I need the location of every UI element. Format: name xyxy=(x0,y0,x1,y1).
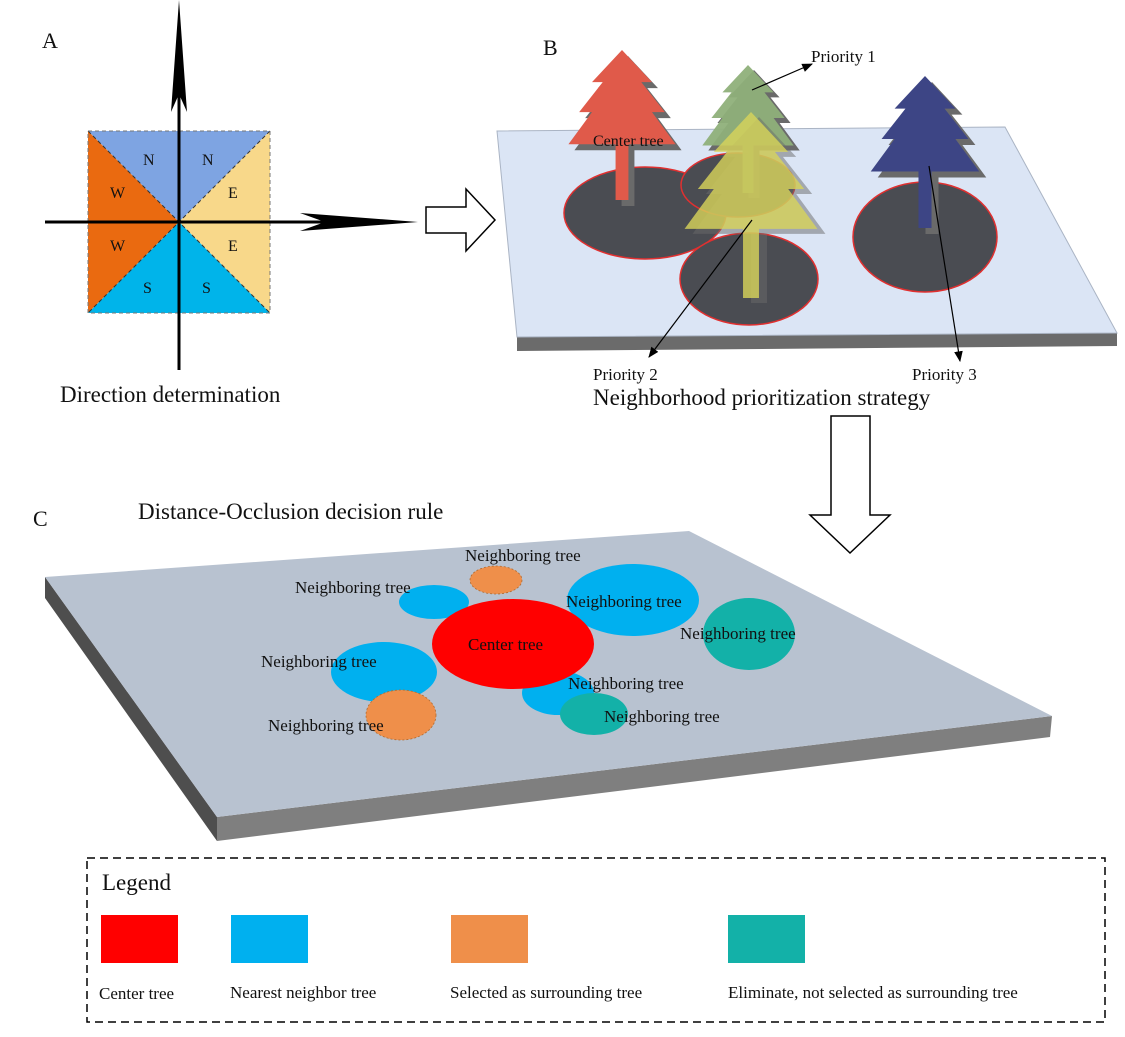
label-w-bottom: W xyxy=(110,238,126,255)
neighbor-circle-blue-left-top xyxy=(399,585,469,619)
legend-swatch-nearest-neighbor xyxy=(231,915,308,963)
neighbor-label: Neighboring tree xyxy=(295,578,411,597)
priority3-label: Priority 3 xyxy=(912,365,977,384)
plate-b-side xyxy=(517,333,1117,351)
label-s-right: S xyxy=(202,280,211,297)
priority1-label: Priority 1 xyxy=(811,47,876,66)
legend-label-nearest-neighbor: Nearest neighbor tree xyxy=(230,983,376,1002)
priority2-arrow xyxy=(648,219,753,358)
plate-c-side-left xyxy=(45,577,217,841)
legend-swatch-center-tree xyxy=(101,915,178,963)
label-n-right: N xyxy=(202,152,214,169)
neighbor-circle-teal-right xyxy=(703,598,795,670)
neighbor-circle-orange-top xyxy=(469,565,523,595)
label-n-left: N xyxy=(143,152,155,169)
north-arrowhead xyxy=(171,0,187,112)
neighbor-circle-teal-bottom xyxy=(560,693,628,735)
hollow-arrow-right xyxy=(425,187,497,253)
label-w-top: W xyxy=(110,185,126,202)
neighbor-label: Neighboring tree xyxy=(465,546,581,565)
neighbor-label: Neighboring tree xyxy=(680,624,796,643)
center-tree-label-c: Center tree xyxy=(468,635,543,654)
legend-label-center-tree: Center tree xyxy=(99,984,174,1003)
panel-a-caption: Direction determination xyxy=(60,382,281,407)
center-tree-circle xyxy=(432,599,594,689)
priority2-label: Priority 2 xyxy=(593,365,658,384)
hollow-arrow-down xyxy=(808,415,892,555)
label-e-bottom: E xyxy=(228,238,238,255)
legend: Legend Center tree Nearest neighbor tree… xyxy=(86,857,1106,1023)
neighbor-label: Neighboring tree xyxy=(604,707,720,726)
label-s-left: S xyxy=(143,280,152,297)
neighbor-label: Neighboring tree xyxy=(261,652,377,671)
neighbor-circle-orange-bottom xyxy=(365,689,437,741)
panel-b: B Center tree Prio xyxy=(496,35,1118,410)
panel-b-caption: Neighborhood prioritization strategy xyxy=(593,385,931,410)
neighbor-circle-blue-large xyxy=(567,564,699,636)
neighbor-label: Neighboring tree xyxy=(566,592,682,611)
neighbor-label: Neighboring tree xyxy=(568,674,684,693)
center-tree-label-b: Center tree xyxy=(593,133,664,150)
plate-c-side-bottom xyxy=(217,716,1052,841)
label-e-top: E xyxy=(228,185,238,202)
neighbor-label: Neighboring tree xyxy=(268,716,384,735)
panel-b-letter: B xyxy=(543,35,558,60)
panel-c: C Distance-Occlusion decision rule Cente… xyxy=(33,499,1052,841)
legend-swatch-selected xyxy=(451,915,528,963)
priority3-arrow xyxy=(928,165,963,363)
legend-border xyxy=(86,857,1106,1023)
panel-c-letter: C xyxy=(33,506,48,531)
legend-title: Legend xyxy=(102,870,171,895)
panel-a-letter: A xyxy=(42,28,58,53)
panel-c-title: Distance-Occlusion decision rule xyxy=(138,499,443,524)
legend-label-eliminated: Eliminate, not selected as surrounding t… xyxy=(728,983,1018,1002)
panel-a: A N N W W E E S S Direction determinatio… xyxy=(42,0,418,407)
legend-label-selected: Selected as surrounding tree xyxy=(450,983,642,1002)
east-arrowhead xyxy=(300,213,418,231)
legend-swatch-eliminated xyxy=(728,915,805,963)
priority1-arrow xyxy=(751,63,813,91)
neighbor-circle-blue-left xyxy=(331,642,437,702)
